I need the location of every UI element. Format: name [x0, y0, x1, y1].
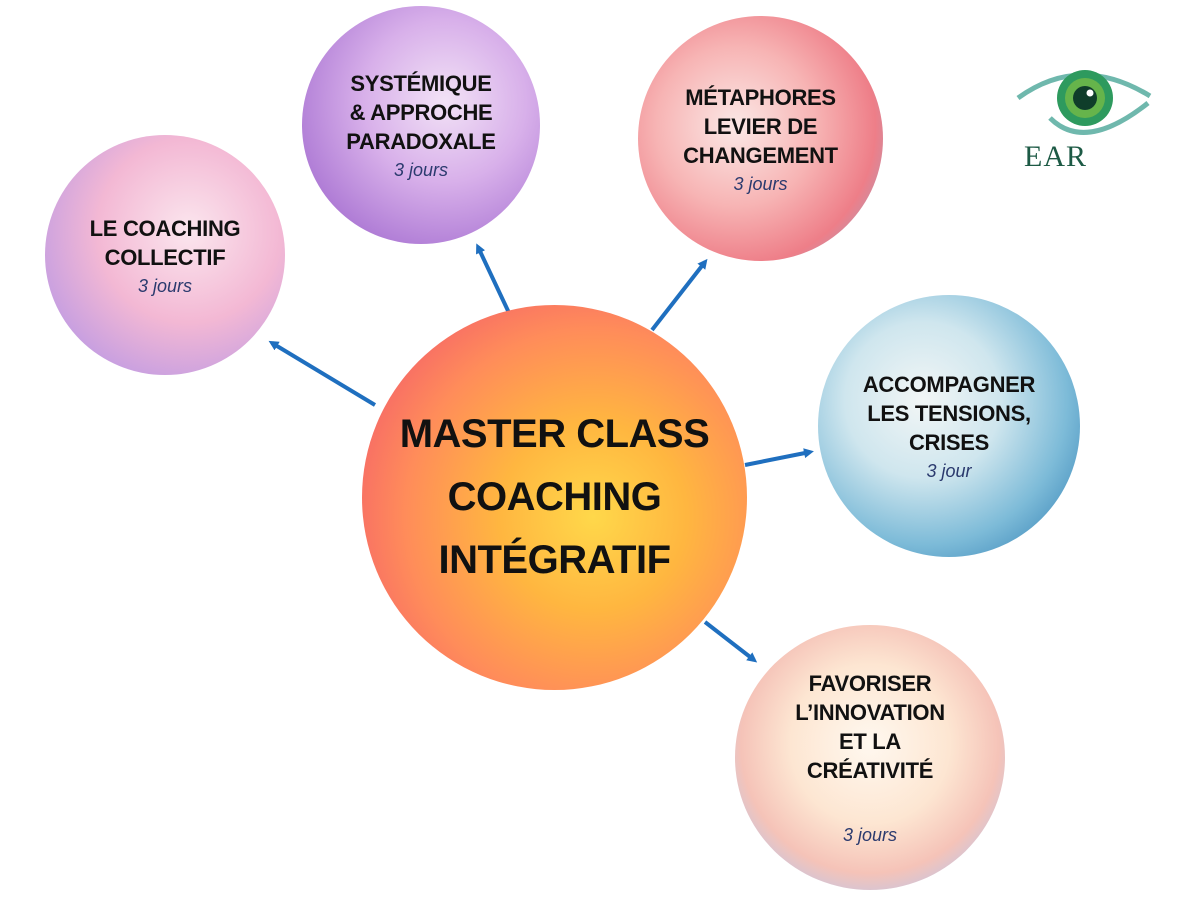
bubble-metaphores: MÉTAPHORES LEVIER DE CHANGEMENT 3 jours: [638, 16, 883, 261]
duration-label: 3 jours: [137, 275, 193, 296]
bubble-title-line: ACCOMPAGNER: [862, 372, 1036, 397]
arrow-to-innovation: [703, 620, 758, 663]
bubble-systemique: SYSTÉMIQUE & APPROCHE PARADOXALE 3 jours: [302, 6, 540, 244]
bubble-title-line: LES TENSIONS,: [867, 401, 1031, 426]
bubble-coaching-collectif: LE COACHING COLLECTIF 3 jours: [45, 135, 285, 375]
center-title-line: COACHING: [447, 475, 662, 519]
center-bubble-master-class: MASTER CLASS COACHING INTÉGRATIF: [362, 305, 747, 690]
bubble-title-line: ET LA: [838, 729, 902, 754]
bubble-innovation-creativite: FAVORISER L’INNOVATION ET LA CRÉATIVITÉ …: [735, 625, 1005, 890]
bubble-title-line: LE COACHING: [89, 215, 241, 241]
bubble-tensions-crises: ACCOMPAGNER LES TENSIONS, CRISES 3 jour: [818, 295, 1080, 557]
bubble-title-line: FAVORISER: [808, 671, 932, 696]
bubble-title-line: & APPROCHE: [349, 100, 493, 125]
logo-text: EAR: [1024, 140, 1087, 173]
ear-eye-logo-icon: [1016, 70, 1152, 135]
bubble-title-line: L’INNOVATION: [795, 700, 945, 725]
arrow-to-systemique: [476, 243, 512, 316]
bubble-title-line: PARADOXALE: [346, 129, 496, 154]
arrow-to-tensions: [744, 448, 814, 467]
center-title-line: MASTER CLASS: [399, 412, 710, 456]
bubble-title-line: SYSTÉMIQUE: [350, 71, 492, 96]
bubble-title-line: CRISES: [908, 430, 990, 455]
bubble-title-line: LEVIER DE: [703, 113, 818, 139]
bubble-title-line: CRÉATIVITÉ: [806, 758, 934, 783]
duration-label: 3 jours: [393, 160, 449, 180]
bubble-title-line: CHANGEMENT: [683, 142, 838, 168]
duration-label: 3 jour: [926, 461, 972, 481]
arrow-to-collectif: [268, 340, 377, 407]
bubble-title-line: MÉTAPHORES: [685, 84, 836, 110]
duration-label: 3 jours: [842, 825, 898, 845]
arrow-to-metaphores: [650, 258, 708, 332]
bubble-title-line: COLLECTIF: [104, 244, 226, 270]
center-title-line: INTÉGRATIF: [438, 538, 671, 582]
duration-label: 3 jours: [733, 173, 788, 194]
